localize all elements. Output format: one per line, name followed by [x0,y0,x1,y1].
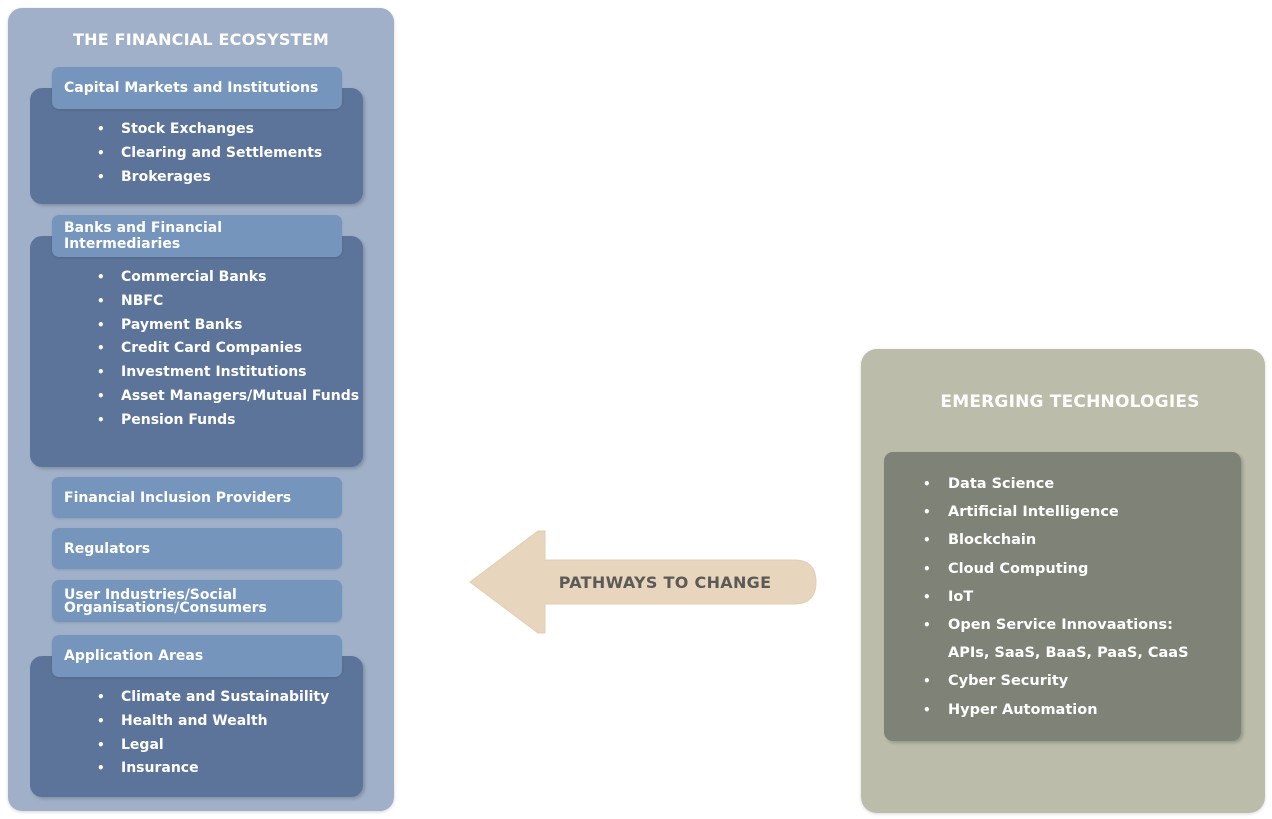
technologies-list: Data Science Artificial Intelligence Blo… [923,470,1189,724]
pathways-arrow [469,530,817,634]
list-item: Stock Exchanges [97,118,322,142]
list-item: Brokerages [97,166,322,190]
capital-markets-tab: Capital Markets and Institutions [52,67,342,109]
financial-ecosystem-title: THE FINANCIAL ECOSYSTEM [73,30,329,49]
list-item: IoT [923,583,1189,611]
list-item: Climate and Sustainability [97,686,329,710]
list-item: Cloud Computing [923,555,1189,583]
banks-tab: Banks and Financial Intermediaries [52,215,342,257]
application-areas-list: Climate and Sustainability Health and We… [97,686,329,781]
list-item: Payment Banks [97,314,359,338]
pathways-label: PATHWAYS TO CHANGE [558,573,772,592]
user-industries-line2: Organisations/Consumers [64,600,267,616]
list-item: Cyber Security [923,667,1189,695]
list-item: NBFC [97,290,359,314]
list-item: Health and Wealth [97,710,329,734]
list-item: Artificial Intelligence [923,498,1189,526]
arrow-shape-icon [469,530,817,634]
financial-inclusion-tab: Financial Inclusion Providers [52,477,342,518]
list-item: Insurance [97,757,329,781]
list-item: Blockchain [923,526,1189,554]
list-item: Commercial Banks [97,266,359,290]
list-item: Data Science [923,470,1189,498]
list-item: Asset Managers/Mutual Funds [97,385,359,409]
capital-markets-list: Stock Exchanges Clearing and Settlements… [97,118,322,189]
list-item: APIs, SaaS, BaaS, PaaS, CaaS [948,645,1189,662]
list-item: Legal [97,734,329,758]
list-item: Credit Card Companies [97,337,359,361]
list-item: Investment Institutions [97,361,359,385]
regulators-tab: Regulators [52,528,342,569]
list-item: Clearing and Settlements [97,142,322,166]
application-areas-tab: Application Areas [52,635,342,677]
list-item: Pension Funds [97,409,359,433]
banks-list: Commercial Banks NBFC Payment Banks Cred… [97,266,359,433]
user-industries-line1: User Industries/Social [64,587,237,603]
emerging-technologies-title: EMERGING TECHNOLOGIES [940,392,1200,412]
list-item: Hyper Automation [923,696,1189,724]
user-industries-tab: User Industries/Social Organisations/Con… [52,580,342,622]
list-item: Open Service Innovaations: [923,611,1189,639]
